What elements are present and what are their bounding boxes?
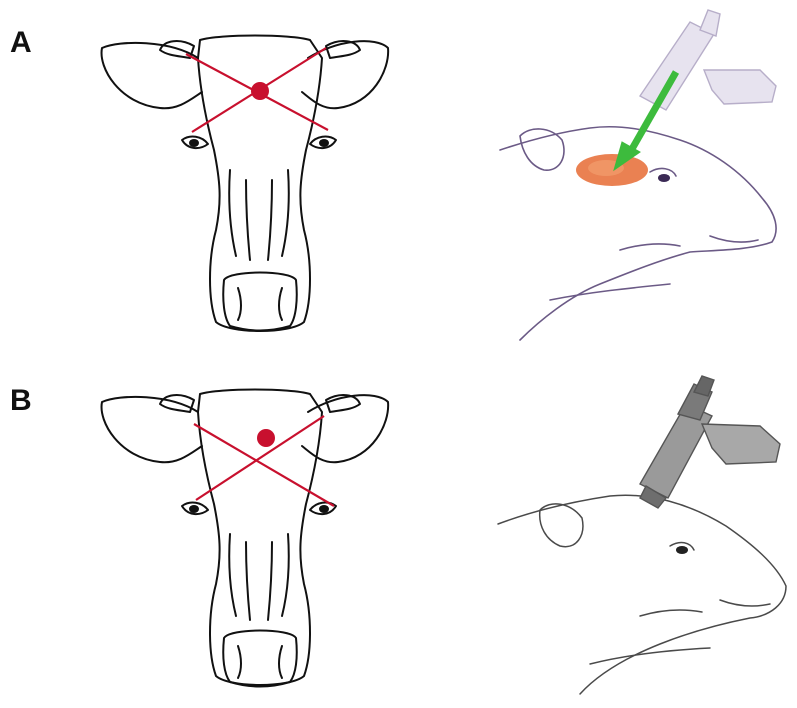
cow-head-front-icon xyxy=(90,0,390,354)
panel-a: A xyxy=(0,0,797,354)
cow-head-side-icon xyxy=(490,0,797,354)
cow-head-side-icon xyxy=(490,354,797,708)
cow-head-front-icon xyxy=(90,354,390,708)
panel-b: B xyxy=(0,354,797,708)
device-arrow xyxy=(614,72,676,170)
target-dot-a xyxy=(251,82,269,100)
target-dot-b xyxy=(257,429,275,447)
panel-label-a: A xyxy=(10,26,32,60)
captive-bolt-gun-icon xyxy=(640,376,780,508)
panel-label-b: B xyxy=(10,384,32,418)
